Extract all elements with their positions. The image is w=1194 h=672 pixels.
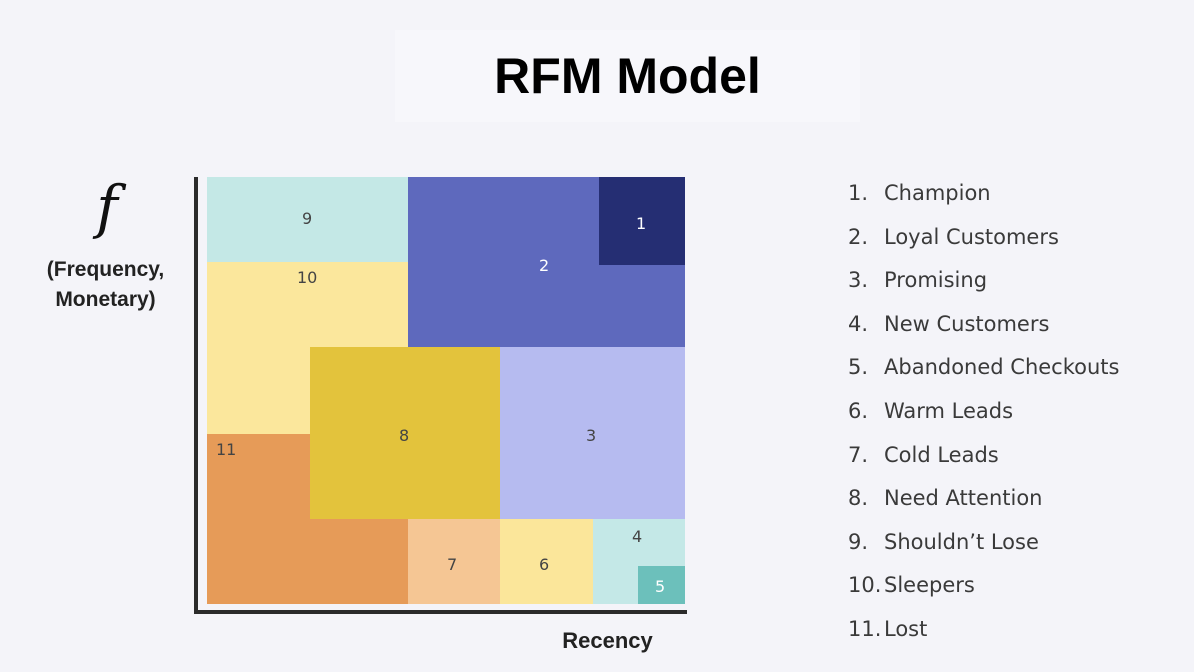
segment-legend: 1. Champion 2. Loyal Customers 3. Promising… xyxy=(848,173,1119,653)
legend-text: Promising xyxy=(884,268,988,293)
legend-number: 5. xyxy=(848,355,869,380)
legend-text: Shouldn’t Lose xyxy=(884,529,1039,554)
segment-6-label: 6 xyxy=(539,555,550,574)
y-axis-label-line1: (Frequency, xyxy=(46,258,165,281)
segment-7: 7 xyxy=(408,519,500,604)
segment-2-label: 2 xyxy=(539,256,550,275)
legend-item: 11.Lost xyxy=(848,609,1119,653)
segment-8: 8 xyxy=(310,347,500,519)
segment-10-label: 10 xyxy=(297,268,318,287)
legend-item: 10.Sleepers xyxy=(848,565,1119,609)
legend-text: Champion xyxy=(884,181,991,205)
legend-item: 1. Champion xyxy=(848,173,1119,217)
frequency-symbol: f xyxy=(96,173,118,241)
legend-item: 4. New Customers xyxy=(848,304,1119,348)
segment-1-label: 1 xyxy=(636,214,647,233)
segment-9-label: 9 xyxy=(302,209,313,228)
legend-number: 6. xyxy=(848,398,869,423)
segment-9: 9 xyxy=(207,177,408,262)
legend-text: New Customers xyxy=(884,311,1050,336)
legend-number: 7. xyxy=(848,442,869,467)
segment-11-label: 11 xyxy=(216,440,237,459)
legend-number: 10. xyxy=(848,573,882,598)
x-axis-label: Recency xyxy=(562,628,653,653)
legend-item: 6. Warm Leads xyxy=(848,391,1119,435)
legend-number: 2. xyxy=(848,224,869,249)
legend-item: 9. Shouldn’t Lose xyxy=(848,522,1119,566)
legend-text: Loyal Customers xyxy=(884,224,1059,249)
y-axis-label: (Frequency, Monetary) xyxy=(18,255,193,315)
legend-number: 9. xyxy=(848,529,869,554)
legend-item: 8. Need Attention xyxy=(848,478,1119,522)
legend-number: 1. xyxy=(848,181,869,205)
legend-number: 4. xyxy=(848,311,869,336)
legend-text: Warm Leads xyxy=(884,398,1014,423)
legend-text: Need Attention xyxy=(884,486,1043,511)
segment-6: 6 xyxy=(500,519,593,604)
legend-item: 2. Loyal Customers xyxy=(848,217,1119,261)
legend-text: Abandoned Checkouts xyxy=(884,355,1120,380)
segment-7-label: 7 xyxy=(447,555,458,574)
segment-1: 1 xyxy=(599,177,685,265)
segment-4-label: 4 xyxy=(632,527,643,546)
legend-item: 5. Abandoned Checkouts xyxy=(848,347,1119,391)
segment-3: 3 xyxy=(500,347,685,519)
x-axis-line xyxy=(194,610,687,614)
legend-number: 3. xyxy=(848,268,869,293)
legend-item: 3. Promising xyxy=(848,260,1119,304)
title-box: RFM Model xyxy=(395,30,860,122)
segment-3-label: 3 xyxy=(586,426,597,445)
legend-text: Sleepers xyxy=(884,573,975,598)
y-axis-line xyxy=(194,177,198,614)
y-axis-label-line2: Monetary) xyxy=(55,288,156,311)
segment-5: 5 xyxy=(638,566,685,604)
segment-8-label: 8 xyxy=(399,426,410,445)
legend-number: 8. xyxy=(848,486,869,511)
segment-5-label: 5 xyxy=(655,577,666,596)
legend-text: Cold Leads xyxy=(884,442,999,467)
page-title: RFM Model xyxy=(494,48,761,104)
legend-item: 7. Cold Leads xyxy=(848,435,1119,479)
legend-number: 11. xyxy=(848,616,882,641)
legend-text: Lost xyxy=(884,616,928,641)
